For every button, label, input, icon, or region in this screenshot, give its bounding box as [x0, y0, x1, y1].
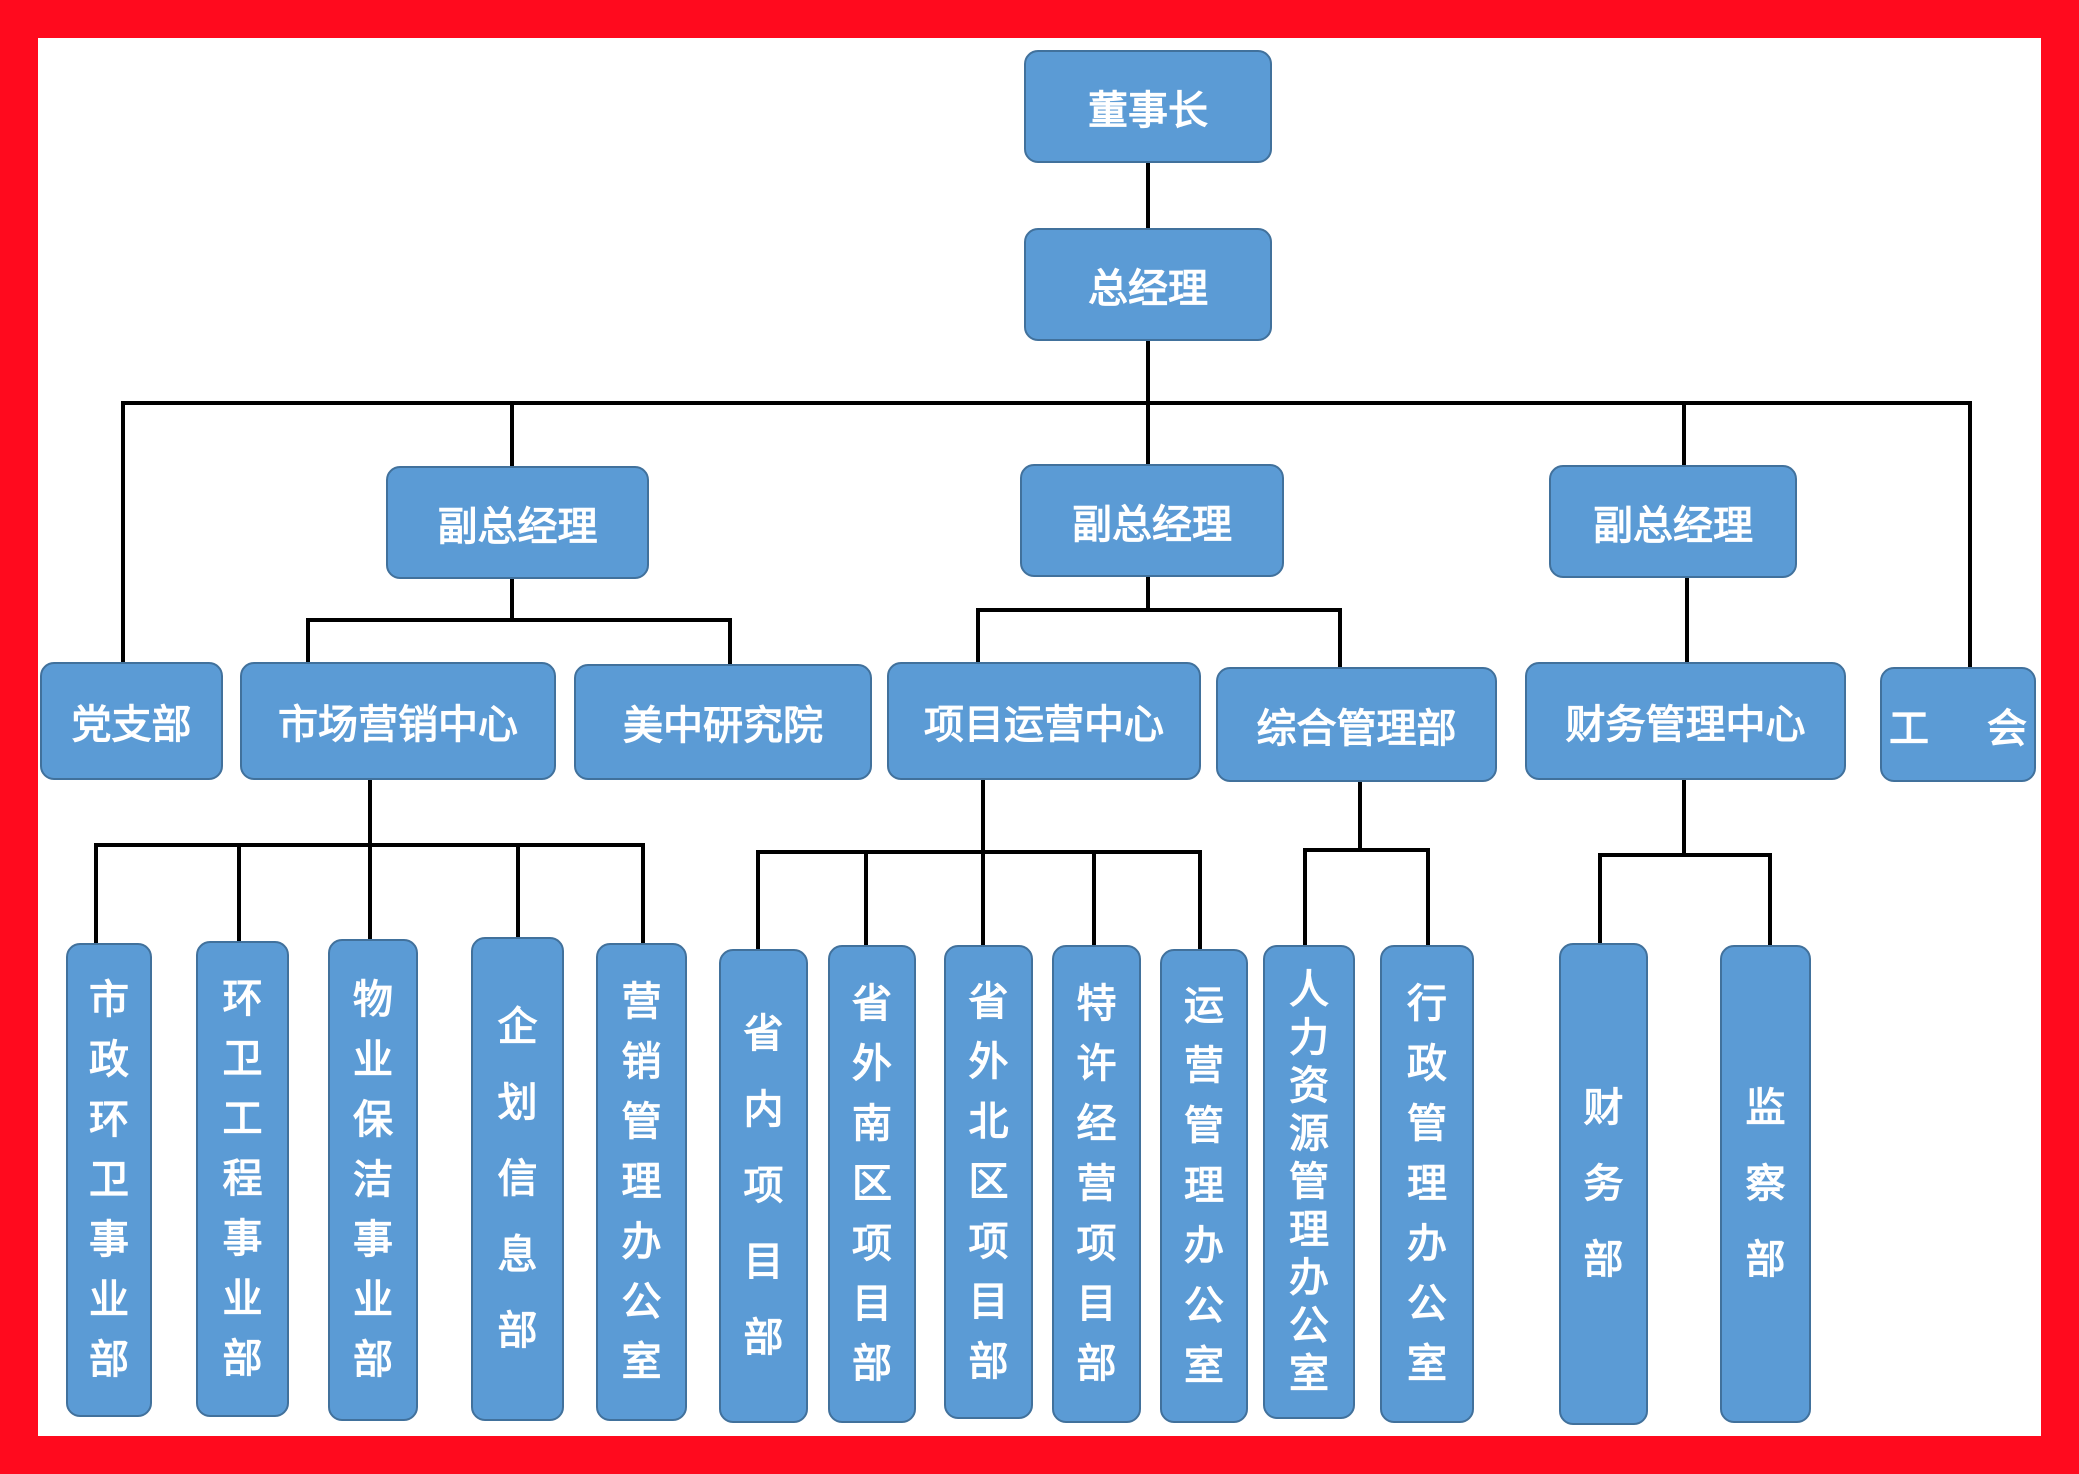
node-label: 营销管理办公室 [621, 979, 662, 1385]
node-party-branch: 党支部 [40, 662, 223, 780]
connector-lines [94, 161, 1972, 951]
node-admin-office: 行政管理办公室 [1380, 945, 1474, 1423]
node-property-cleaning: 物业保洁事业部 [328, 939, 418, 1421]
node-label: 项目运营中心 [924, 702, 1164, 748]
node-vp-right: 副总经理 [1549, 465, 1797, 578]
node-supervision-dept: 监察部 [1720, 945, 1811, 1423]
node-vp-center: 副总经理 [1020, 464, 1284, 577]
node-label: 副总经理 [1593, 502, 1753, 549]
node-finance-center: 财务管理中心 [1525, 662, 1846, 780]
node-label: 市政环卫事业部 [89, 977, 129, 1383]
node-sanitation-engineering: 环卫工程事业部 [196, 941, 289, 1417]
node-label: 企划信息部 [497, 1004, 538, 1354]
node-label: 副总经理 [437, 503, 598, 550]
node-label: 人力资源管理办公室 [1289, 967, 1329, 1397]
node-label: 副总经理 [1072, 501, 1232, 548]
node-general-admin-dept: 综合管理部 [1216, 667, 1497, 782]
node-vp-left: 副总经理 [386, 466, 649, 579]
node-label: 综合管理部 [1256, 705, 1457, 752]
node-provincial-projects: 省内项目部 [719, 949, 808, 1423]
node-research-institute: 美中研究院 [574, 664, 872, 780]
node-label: 省外北区项目部 [968, 979, 1009, 1385]
node-label: 省内项目部 [743, 1011, 784, 1361]
node-label: 省外南区项目部 [852, 981, 892, 1387]
node-label: 财务部 [1583, 1085, 1624, 1283]
node-planning-info: 企划信息部 [471, 937, 564, 1421]
node-label: 美中研究院 [623, 703, 823, 749]
node-franchise-projects: 特许经营项目部 [1052, 945, 1141, 1423]
node-label: 监察部 [1745, 1085, 1786, 1283]
node-label: 工 会 [1889, 705, 2049, 752]
node-label: 行政管理办公室 [1407, 981, 1447, 1387]
node-label: 财务管理中心 [1565, 702, 1806, 748]
node-label: 总经理 [1088, 265, 1208, 312]
node-label: 市场营销中心 [278, 702, 518, 748]
node-label: 运营管理办公室 [1184, 983, 1224, 1389]
node-general-manager: 总经理 [1024, 228, 1272, 341]
node-marketing-office: 营销管理办公室 [596, 943, 687, 1421]
node-southern-projects: 省外南区项目部 [828, 945, 916, 1423]
node-label: 物业保洁事业部 [353, 977, 393, 1383]
node-label: 环卫工程事业部 [222, 976, 263, 1382]
node-hr-office: 人力资源管理办公室 [1263, 945, 1355, 1419]
node-label: 特许经营项目部 [1076, 981, 1117, 1387]
node-northern-projects: 省外北区项目部 [944, 945, 1033, 1419]
node-marketing-center: 市场营销中心 [240, 662, 556, 780]
node-label: 党支部 [71, 702, 192, 748]
node-chairman: 董事长 [1024, 50, 1272, 163]
node-project-ops-center: 项目运营中心 [887, 662, 1201, 780]
node-label: 董事长 [1088, 87, 1208, 134]
node-ops-office: 运营管理办公室 [1160, 949, 1248, 1423]
node-municipal-sanitation: 市政环卫事业部 [66, 943, 152, 1417]
node-finance-dept: 财务部 [1559, 943, 1648, 1425]
node-labor-union: 工 会 [1880, 667, 2036, 782]
